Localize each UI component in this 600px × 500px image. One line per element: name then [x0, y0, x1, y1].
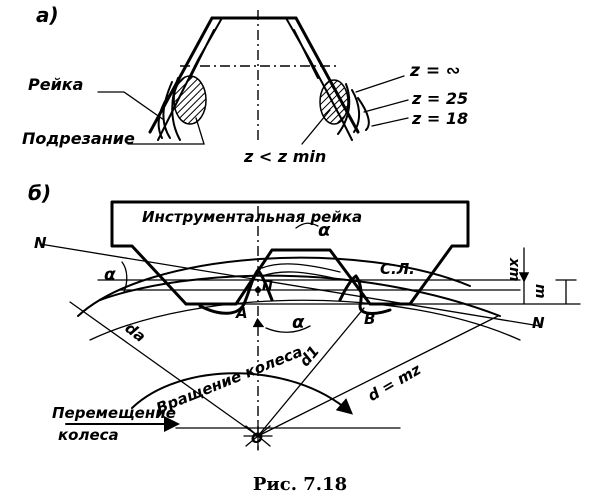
alpha-left-arc — [121, 261, 128, 293]
displacement-label: Перемещение — [52, 404, 176, 422]
alpha-left-label: α — [104, 265, 116, 285]
xm-label: xm — [506, 257, 522, 282]
alpha-top-arc — [295, 222, 319, 229]
alpha-mid-label: α — [292, 312, 305, 333]
figure-caption: Рис. 7.18 — [253, 474, 347, 495]
alpha-mid-arrow-left — [252, 317, 265, 328]
zmin-leader — [301, 109, 331, 145]
point-a-label: A — [235, 304, 248, 322]
undercut-label: Подрезание — [22, 129, 135, 148]
z18-leader — [371, 117, 409, 127]
rack-label: Рейка — [28, 75, 83, 94]
undercut-leader — [127, 117, 205, 145]
profiles-right — [337, 83, 370, 135]
zmin-label: z < z min — [243, 147, 326, 166]
point-b-label: B — [364, 310, 375, 328]
d-eq-label: d = mz — [365, 360, 425, 405]
part-a-label: а) — [36, 3, 59, 27]
point-pi-label: П — [262, 279, 273, 294]
profiles-left — [157, 77, 181, 141]
undercut-region-left — [173, 75, 207, 125]
n-left-label: N — [34, 234, 47, 252]
z25-leader — [363, 99, 409, 113]
point-pi-dot — [255, 287, 261, 293]
m-label: m — [532, 284, 548, 299]
part-b-diagram: б) Инструментальная рейка α С.Л. N N α — [28, 181, 581, 451]
pitch-circle-arc — [99, 274, 501, 317]
base-circle-arc — [89, 299, 521, 341]
part-b-label: б) — [28, 181, 51, 205]
rack-leader — [97, 91, 165, 121]
line-of-action — [39, 243, 541, 327]
z25-label: z = 25 — [411, 89, 468, 108]
alpha-mid-arc — [265, 325, 311, 333]
z-inf-leader — [355, 75, 405, 93]
part-a-diagram: а) Рейка Подрезание z = ∾ z = 25 z = 18 … — [22, 3, 468, 166]
radius-d1 — [257, 307, 365, 437]
alpha-top-label: α — [318, 220, 331, 241]
center-label: O — [251, 431, 263, 447]
rotation-arc — [131, 372, 354, 415]
radius-d — [257, 315, 499, 437]
n-right-label: N — [532, 314, 545, 332]
center-star — [243, 421, 273, 451]
rack-tooth-inner-right — [285, 17, 353, 141]
gear-tooth-profile — [198, 268, 392, 315]
wheel-label: колеса — [58, 426, 119, 444]
radius-da — [69, 301, 259, 437]
addendum-circle-arc — [77, 256, 471, 317]
z18-label: z = 18 — [411, 109, 468, 128]
tool-rack-label: Инструментальная рейка — [142, 208, 362, 226]
gear-tooth-hatch — [261, 263, 343, 281]
z-inf-label: z = ∾ — [409, 61, 460, 81]
